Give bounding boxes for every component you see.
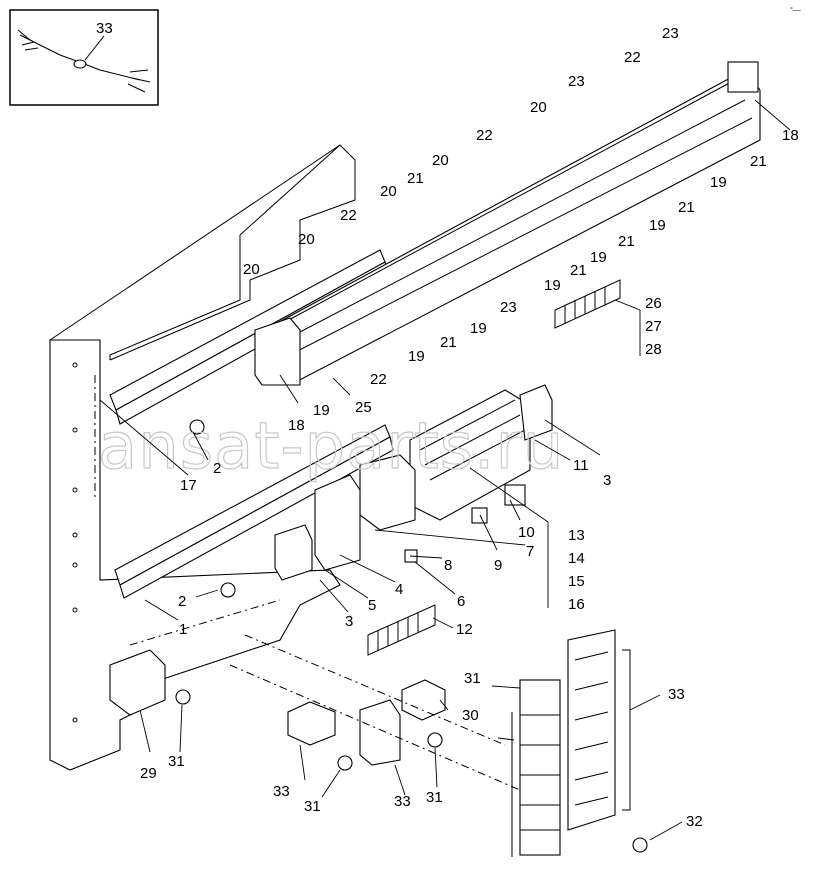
inset-label: 33 xyxy=(96,20,113,37)
label-3: 3 xyxy=(345,613,353,630)
label-19: 19 xyxy=(710,174,727,191)
label-18: 18 xyxy=(288,417,305,434)
label-15: 15 xyxy=(568,573,585,590)
label-23: 22 xyxy=(476,127,493,144)
callout-labels: 1 2 2 3 3 4 5 6 7 8 9 10 11 12 13 14 15 … xyxy=(140,25,799,830)
lower-terminal-assembly xyxy=(274,384,553,581)
label-21: 21 xyxy=(570,262,587,279)
label-33: 33 xyxy=(394,793,411,810)
label-23: 22 xyxy=(340,207,357,224)
label-27: 28 xyxy=(645,341,662,358)
lower-din-rail xyxy=(114,424,394,599)
label-19: 19 xyxy=(313,402,330,419)
label-20: 20 xyxy=(298,231,315,248)
label-21: 20 xyxy=(243,261,260,278)
label-19: 19 xyxy=(470,320,487,337)
label-31: 31 xyxy=(168,753,185,770)
label-23: 23 xyxy=(662,25,679,42)
watermark: ansat-parts.ru xyxy=(98,410,564,484)
label-11: 11 xyxy=(573,457,589,474)
label-25: 26 xyxy=(645,295,662,312)
label-10: 10 xyxy=(518,524,535,541)
relay-stack xyxy=(511,679,561,857)
label-3: 3 xyxy=(603,472,611,489)
label-18: 18 xyxy=(782,127,799,144)
label-4: 4 xyxy=(395,581,403,598)
label-19: 19 xyxy=(544,277,561,294)
label-2: 2 xyxy=(178,593,186,610)
label-30: 31 xyxy=(464,670,481,687)
label-2: 2 xyxy=(213,460,221,477)
alignment-lines xyxy=(94,375,521,791)
label-9: 9 xyxy=(494,557,502,574)
label-26: 27 xyxy=(645,318,662,335)
label-22: 21 xyxy=(440,334,457,351)
label-13: 13 xyxy=(568,527,585,544)
label-20: 20 xyxy=(432,152,449,169)
label-7: 7 xyxy=(526,543,534,560)
label-20: 20 xyxy=(530,99,547,116)
label-19: 19 xyxy=(649,217,666,234)
label-17: 17 xyxy=(180,477,197,494)
label-23: 22 xyxy=(370,371,387,388)
label-31: 32 xyxy=(686,813,703,830)
label-28: 29 xyxy=(140,765,157,782)
label-31: 31 xyxy=(304,798,321,815)
marker-strip-lower xyxy=(367,604,436,656)
label-22: 21 xyxy=(750,153,767,170)
label-6: 6 xyxy=(457,593,465,610)
label-21: 21 xyxy=(678,199,695,216)
label-31: 31 xyxy=(426,789,443,806)
screws xyxy=(175,419,648,853)
label-19: 19 xyxy=(408,348,425,365)
label-21: 21 xyxy=(407,170,424,187)
label-29: 30 xyxy=(462,707,479,724)
marker-strip-upper xyxy=(554,279,621,329)
label-1: 1 xyxy=(179,621,187,638)
label-12: 12 xyxy=(456,621,473,638)
label-23: 23 xyxy=(568,73,585,90)
label-24: 25 xyxy=(355,399,372,416)
label-23: 23 xyxy=(500,299,517,316)
corner-mark: °–– xyxy=(790,6,801,14)
label-19: 19 xyxy=(590,249,607,266)
label-32: 33 xyxy=(273,783,290,800)
upper-terminal-row xyxy=(254,61,761,386)
fuse-strip xyxy=(567,629,631,831)
label-21: 21 xyxy=(618,233,635,250)
inset-box: 33 xyxy=(9,9,159,106)
leader-lines xyxy=(99,99,791,841)
label-14: 14 xyxy=(568,550,585,567)
label-8: 8 xyxy=(444,557,452,574)
label-33: 33 xyxy=(668,686,685,703)
label-20: 20 xyxy=(380,183,397,200)
label-22: 22 xyxy=(624,49,641,66)
small-relays xyxy=(109,649,446,766)
label-16: 16 xyxy=(568,596,585,613)
label-5: 5 xyxy=(368,597,376,614)
